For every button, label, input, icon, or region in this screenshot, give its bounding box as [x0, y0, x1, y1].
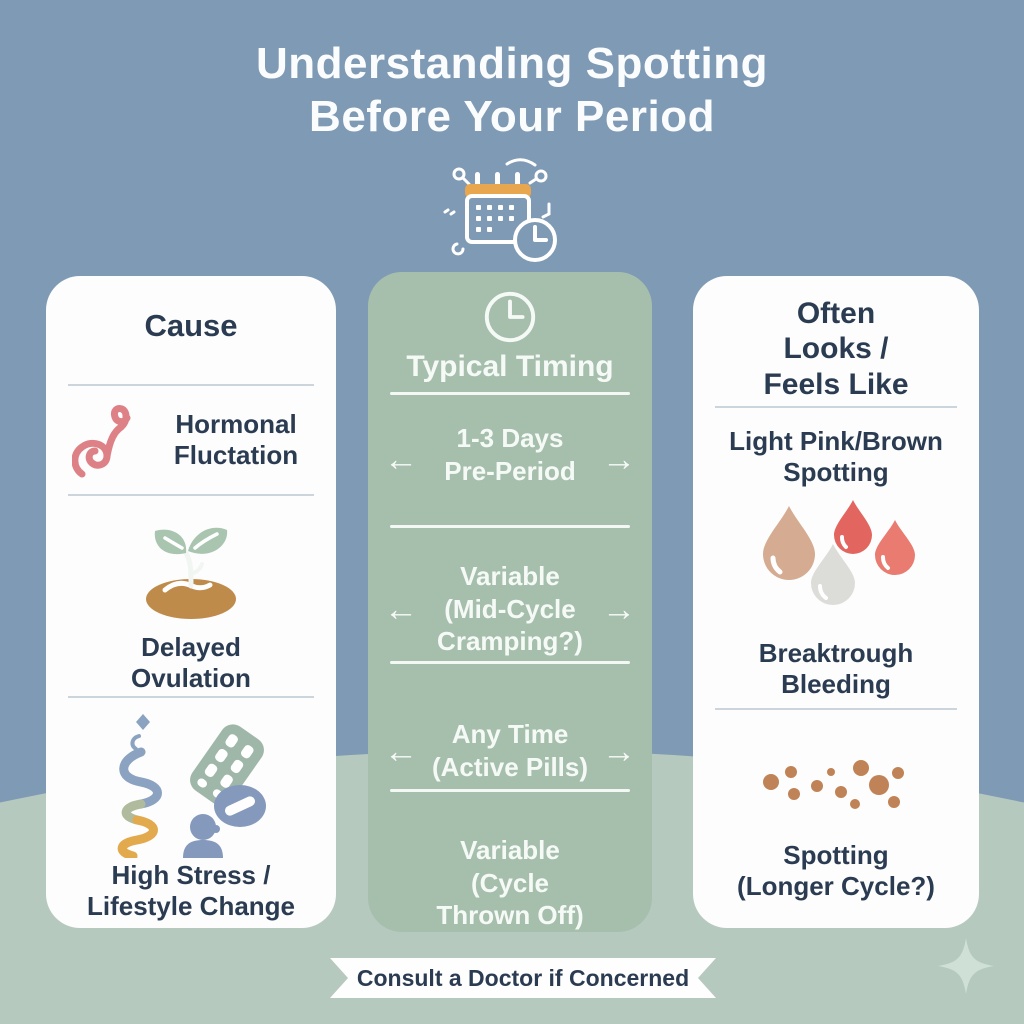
- timing-row-preperiod: ← 1-3 Days Pre-Period →: [368, 422, 652, 498]
- looks-label-spotting: Light Pink/Brown Spotting: [693, 426, 979, 487]
- calendar-clock-icon: [437, 152, 587, 270]
- label-line: Spotting: [783, 840, 889, 870]
- looks-header: Often Looks / Feels Like: [693, 296, 979, 402]
- divider: [68, 494, 314, 496]
- timing-text: Variable: [460, 561, 560, 591]
- header-line: Often: [796, 297, 876, 330]
- droplets-icon: [693, 498, 979, 626]
- label-line: Ovulation: [131, 662, 251, 693]
- cause-row-hormonal: Hormonal Fluctation: [46, 398, 336, 482]
- left-arrow-icon: ←: [384, 732, 418, 771]
- timing-text: Cramping?): [437, 626, 583, 656]
- timing-text: Variable: [460, 835, 560, 865]
- label-line: High Stress /: [111, 860, 271, 890]
- right-arrow-icon: →: [602, 440, 636, 479]
- divider: [390, 789, 630, 792]
- timing-text: Pre-Period: [444, 455, 576, 486]
- sprout-seed-icon: [46, 516, 336, 622]
- header-line: Feels Like: [763, 367, 909, 401]
- divider: [390, 392, 630, 395]
- timing-text: 1-3 Days: [456, 423, 564, 453]
- title-line-2: Before Your Period: [309, 91, 715, 141]
- hormone-swirl-icon: [72, 402, 136, 478]
- title-line-1: Understanding Spotting: [255, 39, 769, 88]
- label-line: Hormonal: [175, 409, 297, 440]
- cause-header: Cause: [144, 308, 238, 343]
- spotting-dots-icon: [693, 758, 979, 820]
- timing-text: Thrown Off): [436, 900, 584, 930]
- timing-row-midcycle: ← Variable (Mid-Cycle Cramping?) →: [368, 560, 652, 660]
- label-line: Delayed: [141, 632, 241, 662]
- timing-text: Any Time: [451, 719, 569, 749]
- label-line: Spotting: [783, 456, 889, 487]
- cause-column-card: Cause Hormonal Fluctation: [46, 276, 336, 928]
- divider: [68, 384, 314, 386]
- sparkle-icon: [938, 938, 994, 994]
- footer-banner: Consult a Doctor if Concerned: [330, 958, 716, 998]
- divider: [390, 525, 630, 528]
- left-arrow-icon: ←: [384, 440, 418, 479]
- stress-lifestyle-icon: [46, 710, 336, 858]
- timing-header: Typical Timing: [406, 350, 614, 383]
- divider: [715, 406, 957, 408]
- label-line: Light Pink/Brown: [729, 426, 943, 456]
- looks-label-breakthrough: Breaktrough Bleeding: [693, 638, 979, 699]
- timing-text: (Cycle: [470, 867, 550, 898]
- right-arrow-icon: →: [602, 590, 636, 629]
- label-line: Breaktrough: [758, 638, 914, 668]
- page-title: Understanding Spotting Before Your Perio…: [0, 38, 1024, 144]
- timing-column-card: Typical Timing ← 1-3 Days Pre-Period → ←…: [368, 272, 652, 932]
- divider: [715, 708, 957, 710]
- divider: [390, 661, 630, 664]
- cause-label-hormonal: Hormonal Fluctation: [136, 409, 336, 470]
- label-line: Lifestyle Change: [86, 890, 296, 921]
- left-arrow-icon: ←: [384, 590, 418, 629]
- cause-label-ovulation: Delayed Ovulation: [46, 632, 336, 693]
- right-arrow-icon: →: [602, 732, 636, 771]
- looks-label-longercycle: Spotting (Longer Cycle?): [693, 840, 979, 901]
- looks-column-card: Often Looks / Feels Like Light Pink/Brow…: [693, 276, 979, 928]
- clock-icon: [368, 288, 652, 346]
- divider: [68, 696, 314, 698]
- timing-text: (Active Pills): [431, 751, 589, 782]
- cause-label-stress: High Stress / Lifestyle Change: [46, 860, 336, 921]
- label-line: Fluctation: [173, 440, 299, 470]
- label-line: Bleeding: [781, 668, 891, 699]
- timing-text: (Mid-Cycle: [444, 593, 576, 624]
- footer-banner-text: Consult a Doctor if Concerned: [356, 964, 690, 991]
- label-line: (Longer Cycle?): [737, 870, 935, 901]
- header-line: Looks /: [783, 332, 889, 366]
- timing-row-anytime: ← Any Time (Active Pills) →: [368, 718, 652, 786]
- timing-row-thrownoff: Variable (Cycle Thrown Off): [368, 834, 652, 934]
